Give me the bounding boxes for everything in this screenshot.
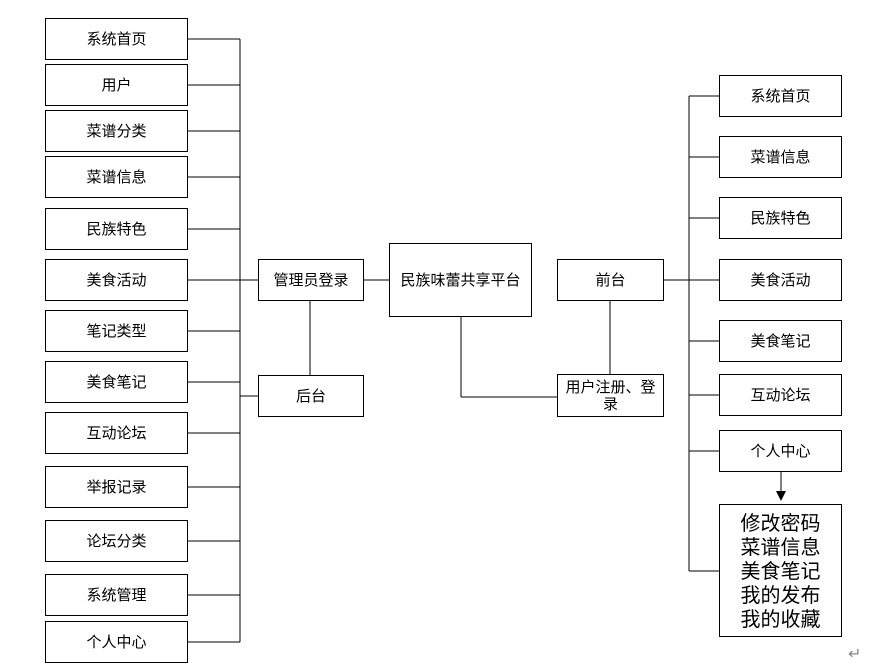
front-item-food-activity: 美食活动 <box>719 259 842 301</box>
admin-item-label: 笔记类型 <box>86 321 147 340</box>
admin-item-label: 菜谱分类 <box>86 121 147 140</box>
admin-item-label: 互动论坛 <box>86 423 147 442</box>
admin-item-forum: 互动论坛 <box>45 412 188 454</box>
admin-item-label: 论坛分类 <box>86 531 147 550</box>
admin-item-report-record: 举报记录 <box>45 466 188 508</box>
admin-item-system-home: 系统首页 <box>45 18 188 60</box>
admin-item-forum-category: 论坛分类 <box>45 520 188 562</box>
front-item-forum: 互动论坛 <box>719 374 842 416</box>
admin-item-label: 民族特色 <box>86 219 147 238</box>
admin-item-label: 美食活动 <box>86 270 147 289</box>
admin-item-user: 用户 <box>45 64 188 106</box>
admin-item-label: 系统管理 <box>86 585 147 604</box>
admin-item-label: 系统首页 <box>86 29 147 48</box>
admin-item-recipe-category: 菜谱分类 <box>45 110 188 152</box>
frontend-box: 前台 <box>557 259 664 301</box>
admin-item-personal-center: 个人中心 <box>45 621 188 663</box>
admin-login-box: 管理员登录 <box>258 259 364 301</box>
frontend-label: 前台 <box>595 270 626 289</box>
front-item-food-note: 美食笔记 <box>719 320 842 362</box>
admin-item-note-type: 笔记类型 <box>45 310 188 352</box>
backend-label: 后台 <box>295 386 326 405</box>
platform-box: 民族味蕾共享平台 <box>389 243 532 317</box>
user-register-label: 用户注册、登录 <box>565 378 656 413</box>
return-mark: ↵ <box>848 644 862 663</box>
admin-item-ethnic-feature: 民族特色 <box>45 208 188 250</box>
front-item-label: 互动论坛 <box>750 385 811 404</box>
front-item-recipe-info: 菜谱信息 <box>719 136 842 178</box>
personal-center-details-text: 修改密码 菜谱信息 美食笔记 我的发布 我的收藏 <box>740 510 821 631</box>
front-item-label: 个人中心 <box>750 441 811 460</box>
front-item-label: 美食笔记 <box>750 331 811 350</box>
front-item-personal-center: 个人中心 <box>719 430 842 472</box>
admin-item-recipe-info: 菜谱信息 <box>45 156 188 198</box>
backend-box: 后台 <box>258 375 364 417</box>
personal-center-details-box: 修改密码 菜谱信息 美食笔记 我的发布 我的收藏 <box>719 504 842 637</box>
front-item-label: 系统首页 <box>750 86 811 105</box>
front-item-label: 美食活动 <box>750 270 811 289</box>
user-register-box: 用户注册、登录 <box>557 374 664 417</box>
admin-item-system-manage: 系统管理 <box>45 574 188 616</box>
admin-item-label: 美食笔记 <box>86 372 147 391</box>
front-item-ethnic-feature: 民族特色 <box>719 197 842 239</box>
admin-item-label: 举报记录 <box>86 477 147 496</box>
platform-label: 民族味蕾共享平台 <box>400 270 521 289</box>
front-item-system-home: 系统首页 <box>719 75 842 117</box>
front-item-label: 民族特色 <box>750 208 811 227</box>
front-item-label: 菜谱信息 <box>750 147 811 166</box>
admin-item-label: 用户 <box>101 75 132 94</box>
admin-item-label: 个人中心 <box>86 632 147 651</box>
admin-item-food-note: 美食笔记 <box>45 361 188 403</box>
admin-item-food-activity: 美食活动 <box>45 259 188 301</box>
admin-login-label: 管理员登录 <box>273 270 349 289</box>
admin-item-label: 菜谱信息 <box>86 167 147 186</box>
